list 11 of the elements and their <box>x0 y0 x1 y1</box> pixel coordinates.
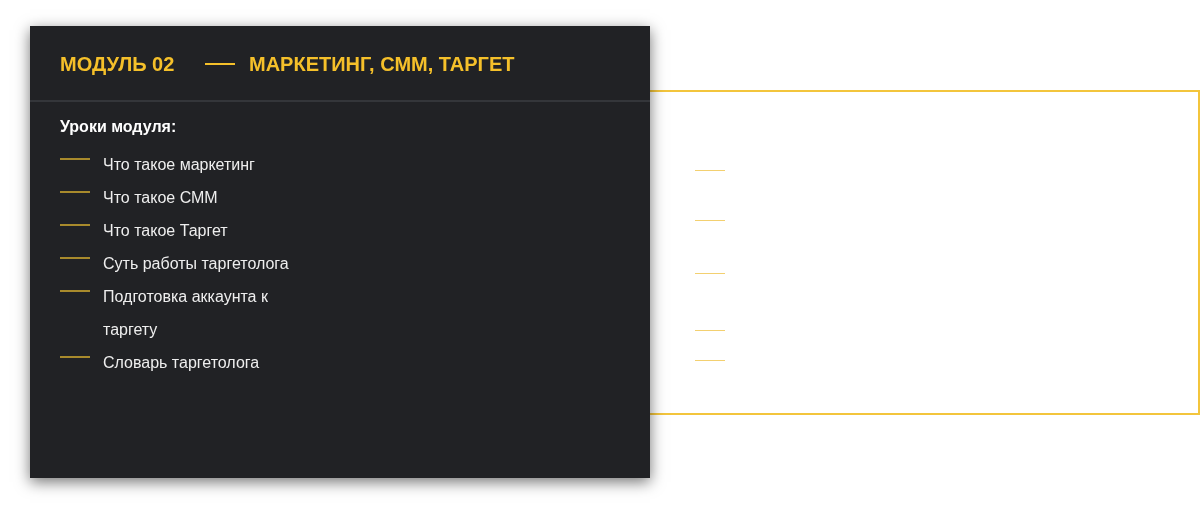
lesson-item: Суть работы таргетолога <box>103 254 290 274</box>
lesson-item: Что такое Таргет <box>103 221 229 241</box>
module-card <box>30 26 650 478</box>
lesson-item: Что такое маркетинг <box>103 155 256 175</box>
module-number: МОДУЛЬ 02 <box>60 53 175 76</box>
lesson-item: Подготовка аккаунта к таргету <box>103 287 269 340</box>
lesson-item: Что такое СММ <box>103 188 219 208</box>
module-title: МАРКЕТИНГ, СММ, ТАРГЕТ <box>249 53 515 76</box>
lesson-item: Словарь таргетолога <box>103 353 261 373</box>
outline-box <box>650 90 1200 415</box>
lessons-heading: Уроки модуля: <box>60 118 177 136</box>
